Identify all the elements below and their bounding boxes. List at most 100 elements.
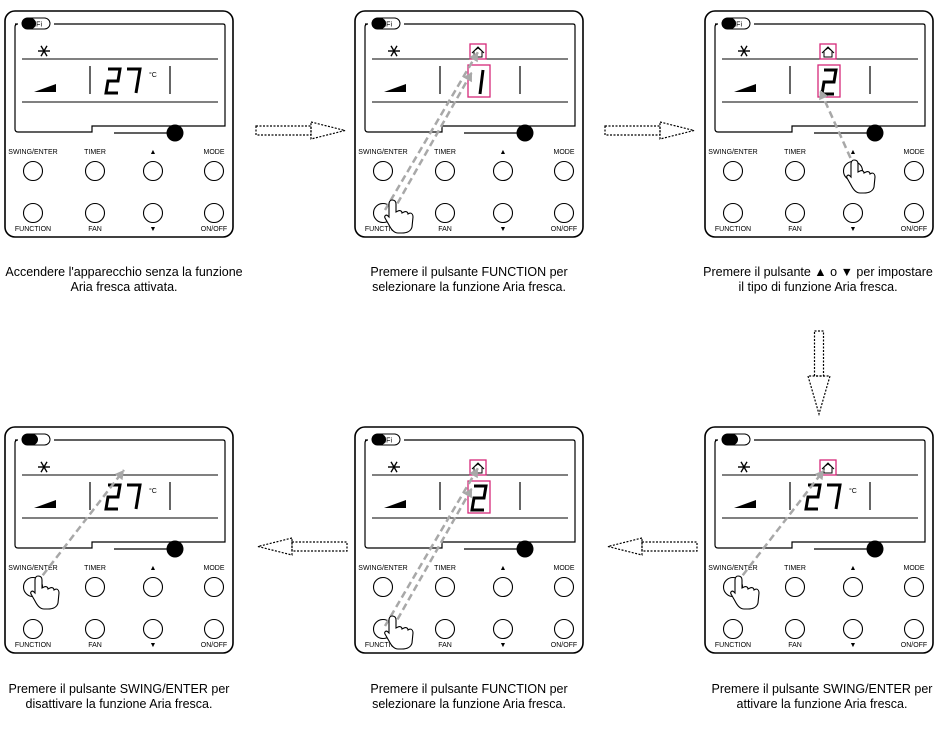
fan-speed-icon (384, 84, 406, 92)
swing-enter-label: SWING/ENTER (708, 149, 757, 156)
up-label: ▲ (150, 149, 157, 156)
screen-bezel (14, 439, 226, 549)
screen-bezel (364, 23, 576, 133)
mode-button (203, 160, 225, 182)
timer-label: TIMER (784, 149, 806, 156)
up-button (492, 160, 514, 182)
down-label: ▼ (150, 642, 157, 649)
fan-label: FAN (788, 226, 802, 233)
swing-enter-button (722, 160, 744, 182)
function-button (22, 618, 44, 640)
temp-unit: °C (149, 487, 157, 495)
function-label: FUNCTION (365, 642, 401, 649)
up-label: ▲ (850, 565, 857, 572)
hint-arrow-to-icon (383, 51, 480, 211)
hint-arrow-to-display-head (819, 90, 829, 101)
fan-speed-icon (734, 84, 756, 92)
swing-enter-label: SWING/ENTER (358, 149, 407, 156)
wifi-label: WiFi (28, 22, 42, 29)
wifi-label: WiFi (378, 438, 392, 445)
swing-enter-label: SWING/ENTER (358, 565, 407, 572)
flow-arrow-down (807, 330, 831, 416)
indicator-knob (516, 124, 534, 142)
snowflake-icon (38, 461, 50, 473)
down-button (492, 618, 514, 640)
fan-button (784, 618, 806, 640)
flow-arrow-left-1 (607, 537, 698, 556)
indicator-knob (166, 124, 184, 142)
onoff-label: ON/OFF (551, 226, 577, 233)
hint-arrow-to-icon-head (814, 470, 824, 481)
hint-arrow-to-display-head (463, 488, 472, 499)
wifi-label: WiFi (378, 22, 392, 29)
caption-step-1: Accendere l'apparecchio senza la funzion… (5, 265, 243, 294)
fan-speed-icon (34, 500, 56, 508)
wifi-icon: WiFi (721, 17, 751, 30)
timer-label: TIMER (784, 565, 806, 572)
fresh-air-icon (471, 462, 485, 474)
down-label: ▼ (500, 226, 507, 233)
hand-pointer-icon (846, 159, 876, 194)
up-button (142, 576, 164, 598)
timer-button (434, 576, 456, 598)
hint-arrow-to-display (818, 89, 857, 169)
onoff-button (203, 202, 225, 224)
fan-button (434, 618, 456, 640)
swing-enter-label: SWING/ENTER (8, 149, 57, 156)
fan-speed-icon (384, 500, 406, 508)
fresh-air-icon-highlight (819, 43, 837, 60)
up-label: ▲ (850, 149, 857, 156)
snowflake-icon (738, 461, 750, 473)
caption-step-2: Premere il pulsante FUNCTION per selezio… (370, 265, 568, 294)
indicator-knob (166, 540, 184, 558)
display-digit (478, 69, 485, 95)
mode-button (553, 576, 575, 598)
function-button (722, 202, 744, 224)
mode-button (903, 160, 925, 182)
timer-label: TIMER (84, 565, 106, 572)
hint-arrow-to-display-head (463, 72, 472, 83)
remote-body (354, 10, 584, 238)
swing-enter-button (372, 160, 394, 182)
swing-enter-label: SWING/ENTER (8, 565, 57, 572)
fan-button (84, 618, 106, 640)
function-label: FUNCTION (15, 642, 51, 649)
onoff-button (903, 202, 925, 224)
timer-button (784, 576, 806, 598)
hint-arrow-to-icon (35, 469, 125, 585)
timer-button (84, 160, 106, 182)
fan-speed-icon (34, 84, 56, 92)
fresh-air-icon (821, 462, 835, 474)
display-digit-tens (104, 483, 122, 511)
function-label: FUNCTION (715, 642, 751, 649)
flow-arrow-right-2 (604, 121, 695, 140)
fan-speed-icon (734, 500, 756, 508)
fan-label: FAN (438, 226, 452, 233)
function-label: FUNCTION (15, 226, 51, 233)
onoff-button (203, 618, 225, 640)
screen-bezel (714, 439, 926, 549)
display-highlight (467, 64, 491, 98)
mode-button (553, 160, 575, 182)
function-button (22, 202, 44, 224)
onoff-button (903, 618, 925, 640)
up-button (142, 160, 164, 182)
toggle-pill-icon (21, 433, 51, 446)
display-digit-ones (127, 483, 142, 510)
temp-unit: °C (849, 487, 857, 495)
snowflake-icon (388, 461, 400, 473)
swing-enter-label: SWING/ENTER (708, 565, 757, 572)
timer-button (84, 576, 106, 598)
display-digit-tens (804, 483, 822, 511)
hint-arrow-to-icon-head (114, 470, 124, 481)
display-digit-tens (104, 67, 122, 95)
indicator-knob (866, 540, 884, 558)
wifi-icon: WiFi (371, 17, 401, 30)
hint-arrow-to-icon-head (469, 52, 478, 63)
indicator-knob (866, 124, 884, 142)
